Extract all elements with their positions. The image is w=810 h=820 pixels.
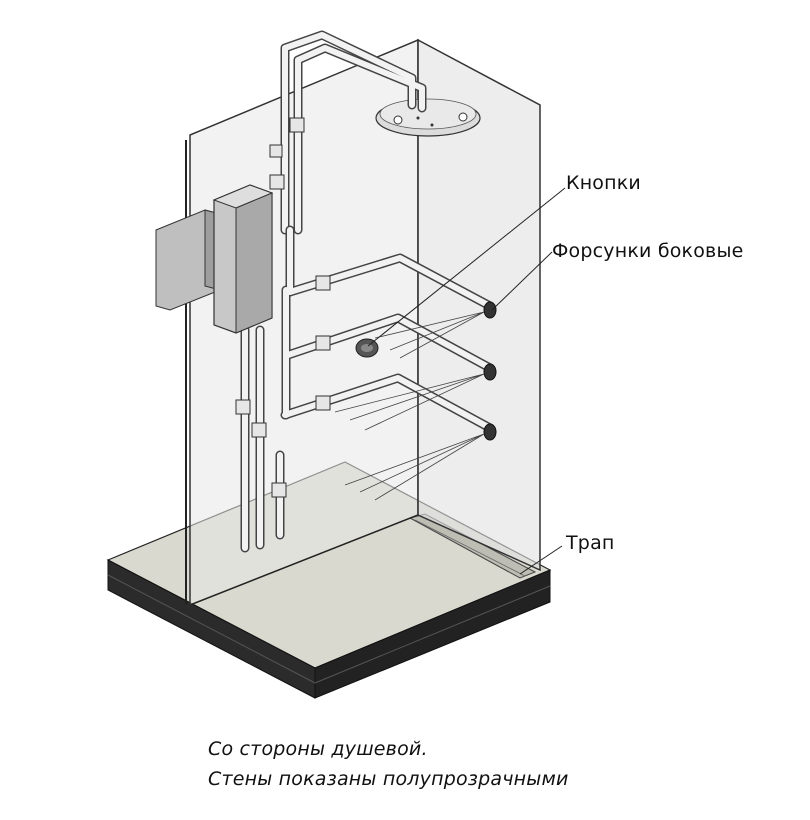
callout-side-nozzles: Форсунки боковые: [552, 240, 744, 262]
side-nozzles: [483, 301, 497, 441]
button-panel: [355, 338, 379, 358]
spray-lines: [334, 311, 485, 501]
callout-drain: Трап: [566, 532, 615, 554]
leader-lines: [367, 187, 566, 575]
overhead-shower-head: [375, 98, 481, 137]
valves: [235, 117, 331, 498]
caption-line-2: Стены показаны полупрозрачными: [208, 768, 569, 790]
control-box-large: [212, 184, 274, 334]
caption-line-1: Со стороны душевой.: [208, 738, 428, 760]
callout-buttons: Кнопки: [566, 172, 641, 194]
